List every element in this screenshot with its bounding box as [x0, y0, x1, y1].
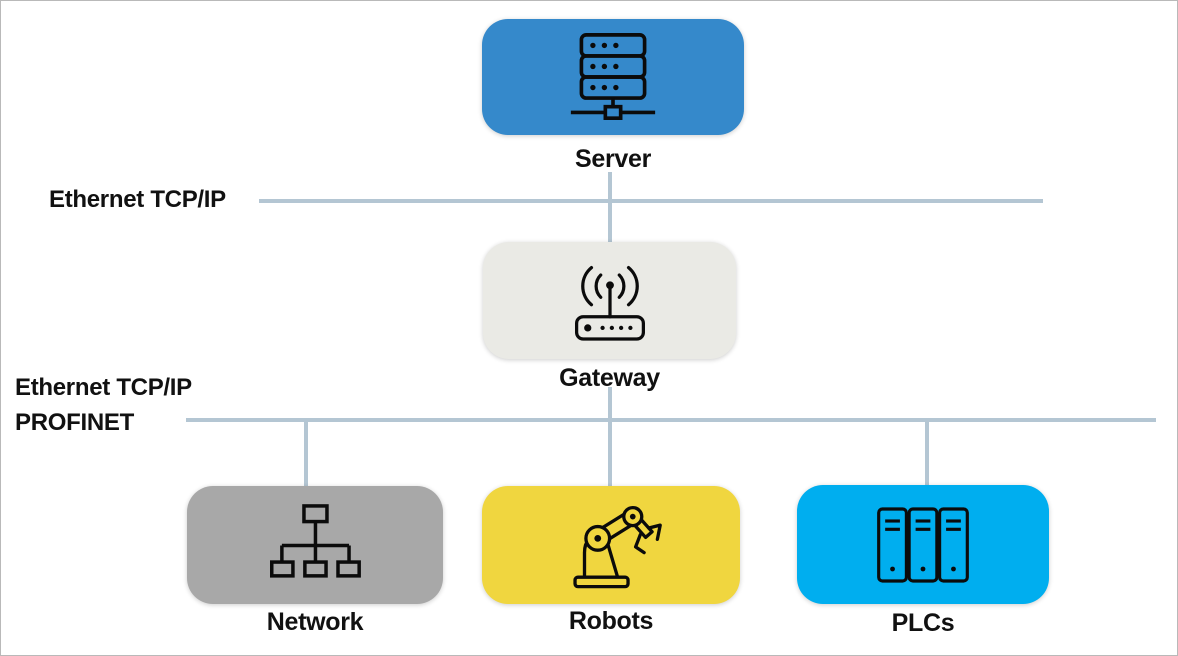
connector-gateway-to-robots [608, 387, 612, 487]
node-label-plcs: PLCs [891, 609, 955, 637]
bus-label-ethernet-tcpip: Ethernet TCP/IP [49, 186, 226, 213]
node-label-robots: Robots [568, 607, 654, 635]
network-tree-icon [270, 503, 361, 578]
connector-server-to-bus1 [608, 172, 612, 243]
plc-cabinets-icon [877, 506, 969, 583]
node-label-network: Network [266, 608, 364, 636]
bus-ethernet-profinet-line [186, 418, 1156, 422]
wireless-router-icon [574, 265, 645, 341]
robot-arm-icon [573, 505, 662, 589]
bus-ethernet-tcpip-line [259, 199, 1043, 203]
server-stack-icon [570, 33, 656, 120]
node-gateway [483, 242, 736, 359]
node-network [187, 486, 443, 604]
connector-bus2-to-network [304, 422, 308, 486]
bus-label-ethernet-profinet-line1: Ethernet TCP/IP [15, 374, 192, 401]
node-label-server: Server [574, 145, 652, 173]
node-plcs [797, 485, 1049, 604]
node-server [482, 19, 744, 135]
node-robots [482, 486, 740, 604]
bus-label-ethernet-profinet-line2: PROFINET [15, 409, 134, 436]
node-label-gateway: Gateway [559, 364, 660, 392]
bus-label-ethernet-profinet: Ethernet TCP/IP PROFINET [15, 370, 192, 440]
connector-bus2-to-plcs [925, 422, 929, 485]
